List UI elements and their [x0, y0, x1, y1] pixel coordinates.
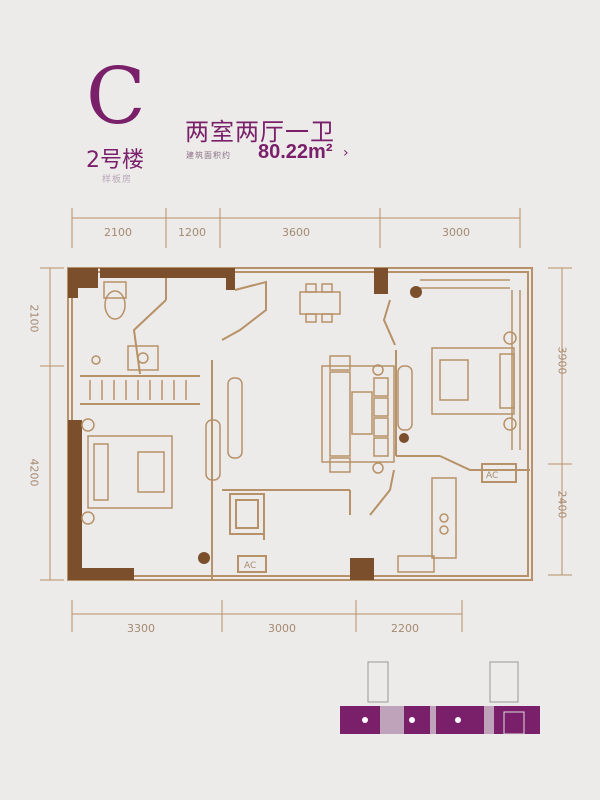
ac-bottom-label: AC: [244, 561, 256, 571]
dim-top-4: 3000: [442, 226, 470, 239]
key-plan: [340, 661, 540, 735]
dim-top-1: 2100: [104, 226, 132, 239]
building-label: 2号楼: [86, 148, 144, 173]
dim-bottom-1: 3300: [127, 622, 155, 635]
ac-right-label: AC: [486, 471, 498, 481]
dim-bottom-3: 2200: [391, 622, 419, 635]
layout-title: 两室两厅一卫: [185, 118, 335, 146]
dim-top-3: 3600: [282, 226, 310, 239]
area-value: 80.22m²: [258, 141, 333, 163]
building-letter: C: [86, 52, 146, 142]
dim-top-2: 1200: [178, 226, 206, 239]
area-label: 建筑面积约: [186, 151, 231, 160]
chevron-right-icon[interactable]: ›: [343, 145, 349, 161]
building-sub: 样板房: [102, 175, 133, 185]
dim-bottom-2: 3000: [268, 622, 296, 635]
